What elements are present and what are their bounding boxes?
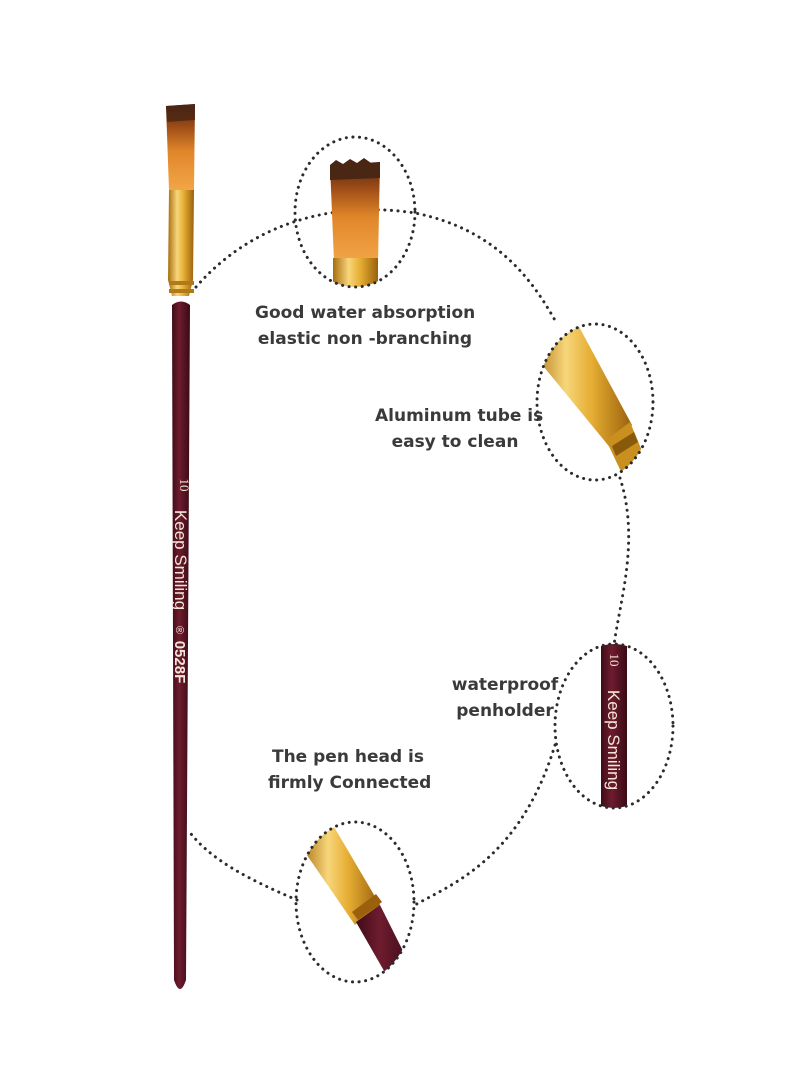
feature-label-line: The pen head is	[271, 747, 424, 767]
detail-circle-3	[553, 642, 675, 810]
feature-label-line: waterproof	[451, 675, 559, 695]
detail-bristle-tip	[293, 135, 417, 289]
brush-model-number: 0528F	[171, 641, 188, 684]
feature-label-tube: Aluminum tube is easy to clean	[375, 403, 544, 455]
feature-label-bristles: Good water absorption elastic non -branc…	[255, 300, 475, 352]
detail-size-number: 10	[607, 654, 622, 667]
detail-aluminum-tube	[535, 322, 655, 482]
feature-label-penholder: waterproof penholder	[445, 672, 565, 724]
feature-label-line: Aluminum tube is	[375, 406, 544, 426]
feature-label-line: firmly Connected	[268, 773, 432, 793]
detail-brand-text: Keep Smiling	[604, 690, 623, 790]
feature-label-line: penholder	[456, 701, 554, 721]
feature-label-line: easy to clean	[391, 432, 519, 452]
brush-bristles	[166, 104, 195, 190]
brush-handle	[172, 301, 190, 989]
detail-penholder: 10 Keep Smiling	[553, 642, 675, 810]
brush-ferrule	[168, 190, 194, 296]
feature-label-line: Good water absorption	[255, 303, 476, 323]
detail-circle-2	[535, 322, 655, 482]
registered-mark: ®	[173, 626, 185, 634]
feature-label-line: elastic non -branching	[257, 329, 473, 349]
detail-circle-4	[294, 820, 416, 984]
brush-size-number: 10	[177, 479, 192, 492]
feature-label-head: The pen head is firmly Connected	[268, 744, 432, 796]
detail-head-connection	[294, 820, 416, 984]
paint-brush: 10 Keep Smiling ® 0528F	[166, 104, 195, 989]
brush-brand-text: Keep Smiling	[171, 510, 190, 610]
detail-circle-1	[293, 135, 417, 289]
